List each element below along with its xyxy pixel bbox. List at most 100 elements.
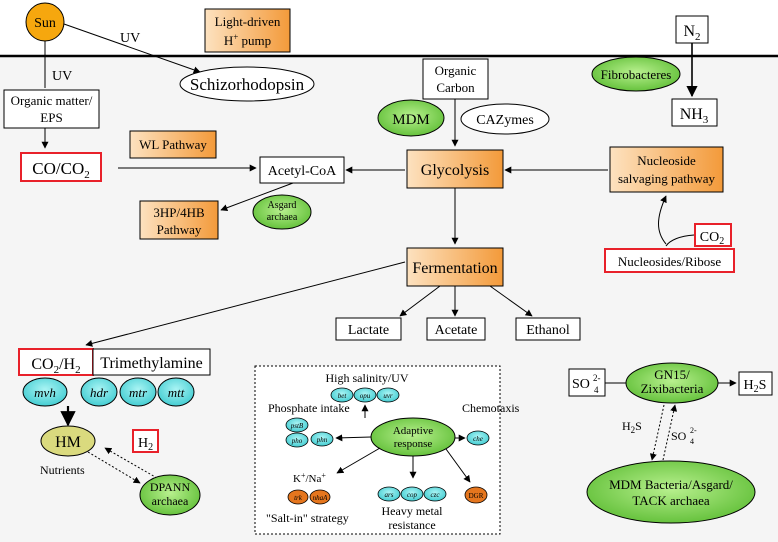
fermentation-to-lactate-arrow bbox=[399, 285, 441, 317]
svg-text:Fibrobacteres: Fibrobacteres bbox=[601, 67, 672, 82]
high-salinity-label: High salinity/UV bbox=[326, 371, 409, 385]
co2-join-line bbox=[665, 234, 695, 247]
fermentation-box: Fermentation bbox=[406, 247, 504, 287]
svg-text:archaea: archaea bbox=[267, 212, 298, 223]
dgr-node: DGR bbox=[464, 486, 488, 504]
svg-text:NH3: NH3 bbox=[680, 106, 709, 126]
svg-text:SO: SO bbox=[572, 377, 590, 392]
wl-pathway-box: WL Pathway bbox=[129, 130, 217, 159]
phn-gene: phn bbox=[310, 431, 334, 447]
acetylcoa-to-3hp-arrow bbox=[220, 182, 294, 212]
pho-gene: pho bbox=[285, 432, 309, 448]
hdr-gene: hdr bbox=[80, 377, 118, 407]
che-gene: che bbox=[466, 430, 490, 446]
czc-gene: czc bbox=[423, 486, 447, 502]
so4-mid-sup: 2- bbox=[690, 426, 697, 435]
trimethylamine-box: Trimethylamine bbox=[92, 348, 211, 376]
svg-text:CO2/H2: CO2/H2 bbox=[31, 356, 80, 376]
mvh-gene: mvh bbox=[22, 377, 68, 407]
svg-text:Acetate: Acetate bbox=[435, 323, 478, 338]
opu-gene: opu bbox=[353, 387, 377, 403]
gn15-zixibacteria-node: GN15/ Zixibacteria bbox=[625, 362, 719, 404]
svg-text:bet: bet bbox=[338, 392, 348, 400]
nh3-box: NH3 bbox=[671, 98, 718, 127]
svg-text:H2S: H2S bbox=[744, 378, 767, 395]
sun-to-schizorhodopsin-arrow bbox=[63, 23, 201, 74]
svg-text:Zixibacteria: Zixibacteria bbox=[641, 381, 704, 396]
schizorhodopsin-node: Schizorhodopsin bbox=[179, 66, 315, 102]
svg-text:Asgard: Asgard bbox=[268, 200, 297, 211]
svg-text:DPANN: DPANN bbox=[150, 480, 191, 494]
svg-text:trk: trk bbox=[294, 494, 303, 502]
so4-mid-label: SO bbox=[671, 429, 687, 443]
uvr-gene: uvr bbox=[376, 387, 400, 403]
svg-text:CO/CO2: CO/CO2 bbox=[32, 159, 89, 181]
svg-text:3HP/4HB: 3HP/4HB bbox=[153, 205, 205, 220]
organic-carbon-box: Organic Carbon bbox=[422, 58, 489, 100]
svg-text:TACK archaea: TACK archaea bbox=[632, 493, 710, 508]
nucleoside-salvaging-box: Nucleoside salvaging pathway bbox=[609, 146, 724, 193]
nutrients-label: Nutrients bbox=[40, 463, 85, 477]
co2-h2-box: CO2/H2 bbox=[18, 348, 94, 376]
svg-text:opu: opu bbox=[360, 392, 371, 400]
dpann-archaea-node: DPANN archaea bbox=[139, 474, 201, 516]
svg-text:cop: cop bbox=[407, 491, 418, 499]
glycolysis-box: Glycolysis bbox=[406, 149, 504, 189]
mdm-node: MDM bbox=[377, 99, 445, 137]
adaptive-to-dgr-arrow bbox=[445, 448, 471, 483]
mtr-gene: mtr bbox=[119, 377, 157, 407]
h2s-box: H2S bbox=[738, 371, 773, 396]
svg-text:mtr: mtr bbox=[129, 385, 148, 400]
svg-text:response: response bbox=[394, 438, 433, 450]
svg-text:Nucleoside: Nucleoside bbox=[637, 153, 696, 168]
svg-text:GN15/: GN15/ bbox=[654, 367, 690, 382]
svg-text:Light-driven: Light-driven bbox=[215, 14, 281, 29]
gn15-to-mdm-dotted-arrow bbox=[649, 404, 665, 461]
heavy-metal-label-2: resistance bbox=[388, 518, 435, 532]
svg-text:mvh: mvh bbox=[34, 385, 56, 400]
fibrobacteres-node: Fibrobacteres bbox=[591, 56, 681, 92]
so4-mid-sub: 4 bbox=[690, 437, 694, 446]
acetate-box: Acetate bbox=[426, 317, 486, 341]
svg-text:czc: czc bbox=[431, 491, 441, 499]
light-driven-pump-box: Light-driven H+ pump bbox=[204, 8, 291, 53]
svg-text:CO2: CO2 bbox=[700, 230, 724, 247]
svg-text:DGR: DGR bbox=[469, 492, 484, 500]
fermentation-to-co2h2-arrow bbox=[85, 261, 406, 347]
hm-node: HM bbox=[40, 425, 96, 457]
chemotaxis-label: Chemotaxis bbox=[462, 401, 520, 415]
svg-text:Organic: Organic bbox=[435, 63, 477, 78]
svg-text:2-: 2- bbox=[593, 373, 601, 383]
organic-matter-box: Organic matter/ EPS bbox=[3, 89, 100, 129]
lactate-box: Lactate bbox=[335, 317, 402, 341]
svg-text:MDM: MDM bbox=[392, 112, 430, 128]
uv-label-left: UV bbox=[52, 69, 72, 84]
svg-text:Pathway: Pathway bbox=[157, 222, 202, 237]
svg-text:che: che bbox=[473, 435, 483, 443]
mdm-bacteria-node: MDM Bacteria/Asgard/ TACK archaea bbox=[586, 460, 756, 524]
k-na-label: K+/Na+ bbox=[293, 471, 326, 485]
svg-text:MDM Bacteria/Asgard/: MDM Bacteria/Asgard/ bbox=[609, 477, 733, 492]
svg-text:CAZymes: CAZymes bbox=[476, 113, 534, 128]
svg-text:H+ pump: H+ pump bbox=[224, 32, 271, 48]
svg-text:Fermentation: Fermentation bbox=[412, 260, 497, 277]
svg-text:Lactate: Lactate bbox=[348, 323, 389, 338]
svg-text:Adaptive: Adaptive bbox=[393, 425, 433, 437]
3hp-4hb-box: 3HP/4HB Pathway bbox=[139, 200, 219, 240]
bet-gene: bet bbox=[330, 387, 354, 403]
sun-node: Sun bbox=[25, 2, 65, 42]
mtt-gene: mtt bbox=[157, 377, 195, 407]
svg-text:hdr: hdr bbox=[90, 385, 109, 400]
adaptive-to-phosphate-arrow bbox=[335, 434, 372, 442]
svg-text:phn: phn bbox=[316, 436, 328, 444]
acetyl-coa-box: Acetyl-CoA bbox=[259, 156, 345, 184]
svg-text:H2: H2 bbox=[138, 436, 153, 453]
svg-text:mtt: mtt bbox=[168, 385, 185, 400]
svg-text:uvr: uvr bbox=[383, 392, 393, 400]
svg-text:EPS: EPS bbox=[40, 110, 62, 125]
nhaA-gene: nhaA bbox=[309, 489, 331, 505]
cazymes-node: CAZymes bbox=[460, 103, 550, 135]
n2-box: N2 bbox=[675, 15, 709, 44]
